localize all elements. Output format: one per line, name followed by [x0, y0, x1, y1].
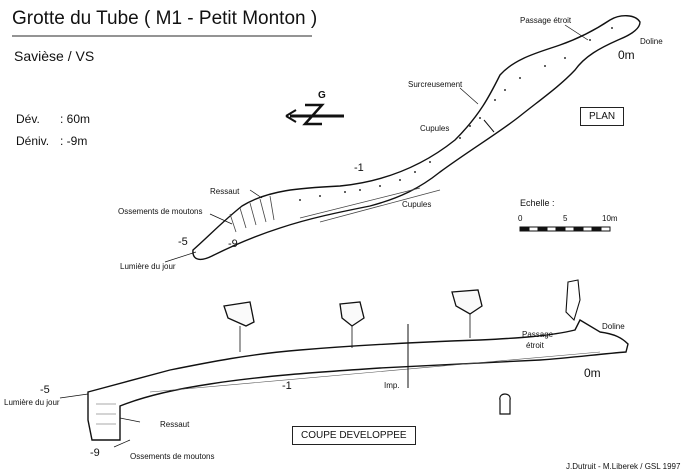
page-title: Grotte du Tube ( M1 - Petit Monton ) [12, 8, 318, 29]
plan-cupules-bottom: Cupules [402, 200, 432, 209]
plan-depth-0: 0m [618, 48, 635, 62]
section-lumiere: Lumière du jour [4, 398, 60, 407]
section-cave-outline [87, 319, 629, 441]
section-depth-minus9: -9 [90, 447, 100, 459]
plan-ressaut: Ressaut [210, 187, 240, 196]
plan-surcreusement: Surcreusement [408, 80, 463, 89]
section-cross-leaders [239, 314, 471, 352]
deniv-label: Déniv. [16, 134, 50, 148]
section-depth-minus5: -5 [40, 384, 50, 396]
plan-depth-minus5: -5 [178, 236, 188, 248]
scale-tick-10: 10m [602, 214, 618, 223]
page-subtitle: Savièse / VS [14, 48, 95, 64]
plan-depth-minus9: -9 [228, 238, 238, 250]
section-box-label: COUPE DEVELOPPEE [292, 426, 416, 445]
section-doline: Doline [602, 322, 625, 331]
plan-cave-outline [192, 15, 641, 261]
doline-chimney [565, 279, 581, 322]
section-floor-texture [96, 351, 601, 425]
plan-passage-etroit: Passage étroit [520, 16, 572, 25]
section-ossements: Ossements de moutons [130, 452, 215, 461]
section-imp: Imp. [384, 381, 400, 390]
north-arrow-icon [285, 103, 344, 126]
scale-label: Echelle : [520, 198, 555, 208]
plan-doline: Doline [640, 37, 663, 46]
section-passage: Passage [522, 330, 554, 339]
section-cross-shapes [223, 289, 483, 327]
dev-label: Dév. [16, 112, 40, 126]
plan-box-label: PLAN [580, 107, 625, 126]
plan-slope-arrow [483, 119, 495, 133]
plan-depth-minus1: -1 [354, 162, 364, 174]
plan-ossements: Ossements de moutons [118, 207, 203, 216]
north-letter: G [318, 90, 326, 101]
section-depth-0: 0m [584, 366, 601, 380]
section-leader-lines [59, 393, 141, 448]
section-ressaut: Ressaut [160, 420, 190, 429]
plan-floor-dots [299, 27, 613, 201]
scale-tick-0: 0 [518, 214, 523, 223]
dev-value: : 60m [60, 112, 91, 126]
plan-cupules-top: Cupules [420, 124, 450, 133]
scale-tick-5: 5 [563, 214, 568, 223]
section-depth-minus1: -1 [282, 380, 292, 392]
plan-wall-hatching [229, 187, 441, 233]
plan-leader-lines [164, 24, 589, 263]
plan-lumiere: Lumière du jour [120, 262, 176, 271]
scale-bar [519, 226, 611, 232]
deniv-value: : -9m [60, 134, 88, 148]
section-etroit: étroit [526, 341, 544, 350]
section-passage-symbol [499, 393, 511, 415]
credits: J.Dutruit - M.Liberek / GSL 1997 [566, 462, 681, 471]
